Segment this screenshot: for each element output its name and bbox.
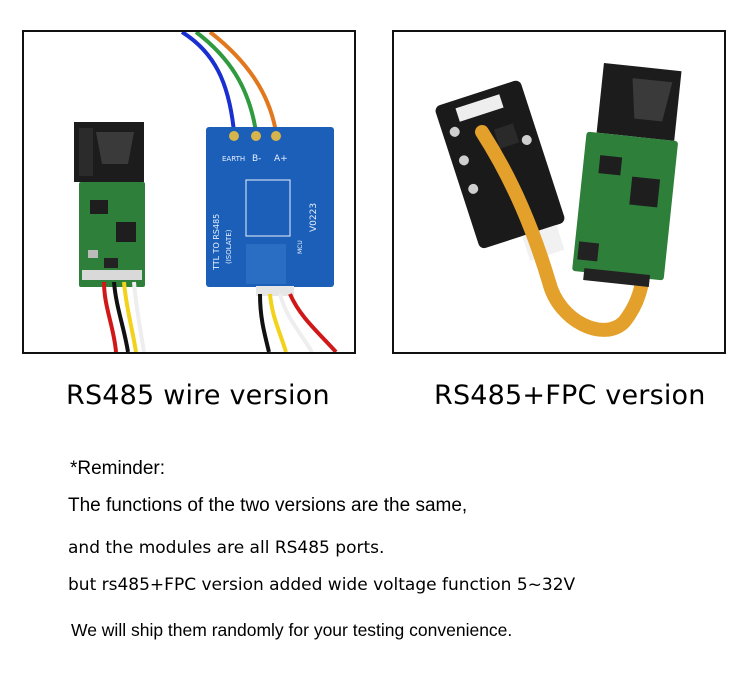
board-connector bbox=[256, 286, 294, 296]
solder-pad bbox=[271, 131, 281, 141]
sensor-lens bbox=[632, 78, 673, 122]
sensor-component bbox=[88, 250, 98, 258]
fpc-version-illustration bbox=[435, 63, 682, 337]
wire-version-caption: RS485 wire version bbox=[66, 380, 330, 411]
reminder-line: We will ship them randomly for your test… bbox=[71, 620, 513, 640]
orange-wire bbox=[208, 32, 278, 133]
mount-hole bbox=[449, 126, 460, 137]
reminder-line: and the modules are all RS485 ports. bbox=[68, 538, 385, 558]
fpc-version-caption: RS485+FPC version bbox=[434, 380, 706, 411]
sensor-inductor bbox=[577, 241, 600, 262]
sensor-pcb bbox=[572, 131, 678, 281]
white-wire bbox=[278, 293, 314, 352]
solder-pad bbox=[229, 131, 239, 141]
rs485-board bbox=[206, 127, 334, 287]
black-wire bbox=[112, 281, 130, 352]
sensor-component bbox=[104, 258, 118, 268]
pin-area bbox=[246, 244, 286, 284]
sensor-lens bbox=[96, 132, 134, 164]
green-wire bbox=[194, 32, 258, 133]
sensor-emitter bbox=[79, 128, 93, 176]
board-label-mcu: MCU bbox=[297, 240, 304, 254]
solder-pad bbox=[251, 131, 261, 141]
mount-hole bbox=[468, 183, 479, 194]
adapter-connector bbox=[455, 94, 504, 122]
board-label-b: B- bbox=[252, 154, 261, 164]
reminder-heading: *Reminder: bbox=[70, 458, 166, 479]
blue-wire bbox=[180, 32, 236, 133]
fpc-sensor-module bbox=[572, 63, 682, 287]
sensor-connector bbox=[583, 268, 651, 287]
black-wire bbox=[258, 293, 271, 352]
sensor-chip bbox=[116, 222, 136, 242]
fpc-version-photo bbox=[392, 30, 726, 354]
adapter-chip bbox=[493, 123, 520, 149]
board-label-isolate: (ISOLATE) bbox=[225, 229, 233, 264]
board-label-a: A+ bbox=[274, 154, 288, 164]
sensor-chip bbox=[598, 155, 623, 176]
yellow-wire bbox=[122, 281, 138, 352]
wire-version-illustration: EARTH B- A+ TTL TO RS485 (ISOLATE) V0223… bbox=[74, 32, 338, 352]
board-label-earth: EARTH bbox=[222, 155, 245, 163]
reminder-line: The functions of the two versions are th… bbox=[68, 495, 468, 516]
wire-version-photo: EARTH B- A+ TTL TO RS485 (ISOLATE) V0223… bbox=[22, 30, 356, 354]
board-label-version: V0223 bbox=[309, 203, 319, 232]
reminder-line: but rs485+FPC version added wide voltage… bbox=[68, 575, 576, 595]
fpc-cable bbox=[475, 125, 651, 337]
red-wire bbox=[102, 281, 118, 352]
mount-hole bbox=[458, 155, 469, 166]
sensor-chip bbox=[629, 176, 661, 208]
white-wire bbox=[132, 281, 146, 352]
sensor-chip bbox=[90, 200, 108, 214]
mount-hole bbox=[521, 134, 532, 145]
chip-outline bbox=[245, 179, 291, 237]
sensor-connector bbox=[82, 270, 142, 280]
board-label-title: TTL TO RS485 bbox=[212, 214, 221, 271]
red-wire bbox=[288, 293, 338, 352]
yellow-wire bbox=[268, 293, 288, 352]
